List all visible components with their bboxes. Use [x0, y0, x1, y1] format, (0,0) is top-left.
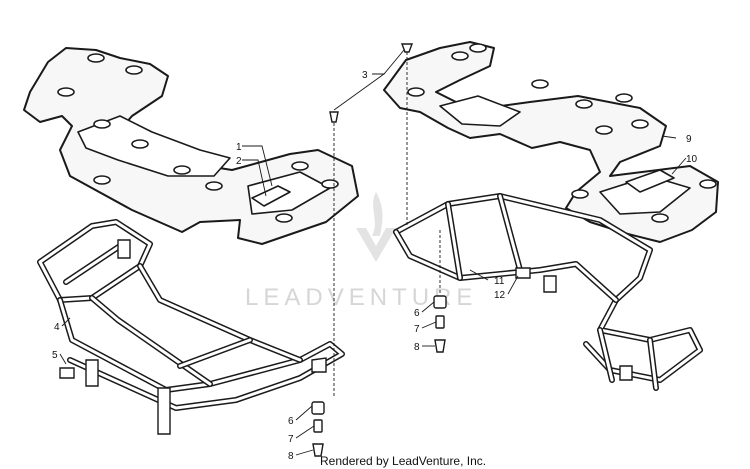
callout-7-right: 7 [414, 324, 420, 335]
bolt-icon-5 [59, 367, 75, 379]
bolt-icon-right [434, 339, 446, 353]
decal-right [625, 169, 675, 193]
left-rack-cover [23, 47, 359, 245]
washer-icon-right [435, 315, 445, 329]
bolt-icon [312, 443, 324, 457]
decal-left [251, 185, 291, 207]
callout-10: 10 [686, 154, 698, 165]
screw-icon-3 [400, 43, 414, 53]
spacer-icon-right [433, 295, 447, 309]
callout-4: 4 [54, 322, 60, 333]
callout-12: 12 [494, 290, 506, 301]
footer-credit: Rendered by LeadVenture, Inc. [320, 454, 486, 468]
left-hardware-stack [59, 111, 339, 457]
left-rack-frame [37, 219, 345, 435]
callout-5: 5 [52, 350, 58, 361]
bolt-icon-12 [515, 267, 531, 279]
spacer-icon [311, 401, 325, 415]
washer-icon [313, 419, 323, 433]
right-rack-frame [393, 193, 703, 391]
callout-8-right: 8 [414, 342, 420, 353]
callout-9: 9 [686, 134, 692, 145]
screw-icon [329, 111, 339, 123]
callout-7-left: 7 [288, 434, 294, 445]
right-rack-cover [383, 41, 719, 243]
callout-11: 11 [494, 276, 505, 287]
leader-lines [59, 49, 687, 456]
callout-1: 1 [236, 142, 242, 153]
callout-6-left: 6 [288, 416, 294, 427]
callout-3: 3 [362, 70, 368, 81]
watermark-logo [356, 192, 396, 262]
callout-2: 2 [236, 156, 242, 167]
callout-8-left: 8 [288, 451, 294, 462]
callout-6-right: 6 [414, 308, 420, 319]
